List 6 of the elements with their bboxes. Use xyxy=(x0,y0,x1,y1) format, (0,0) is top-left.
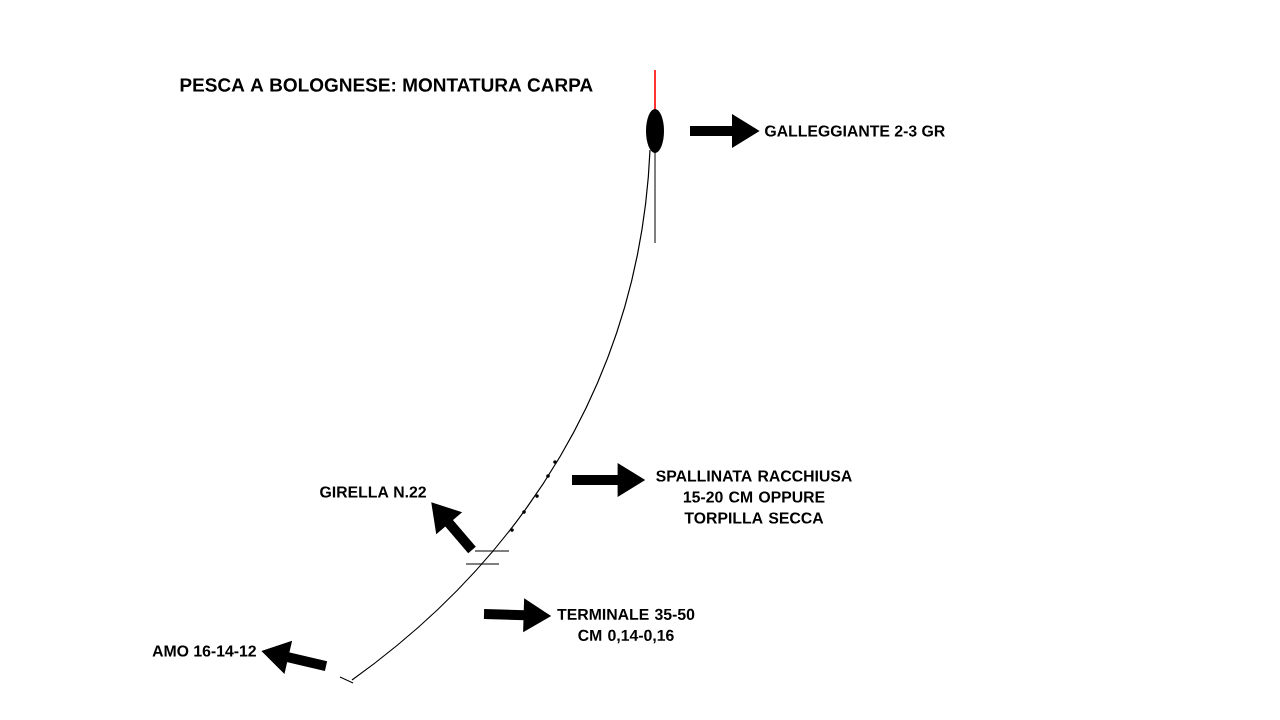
callout-label: GALLEGGIANTE 2-3 GR xyxy=(765,125,945,137)
callout-label: GIRELLA N.22 xyxy=(320,486,426,498)
callout-label: TERMINALE 35-50 CM 0,14-0,16 xyxy=(557,608,695,644)
callout-label: SPALLINATA RACCHIUSA 15-20 CM OPPURE TORPILLA SECCA xyxy=(656,470,852,524)
callout-label: AMO 16-14-12 xyxy=(152,645,256,657)
title: PESCA A BOLOGNESE: MONTATURA CARPA xyxy=(180,78,593,92)
